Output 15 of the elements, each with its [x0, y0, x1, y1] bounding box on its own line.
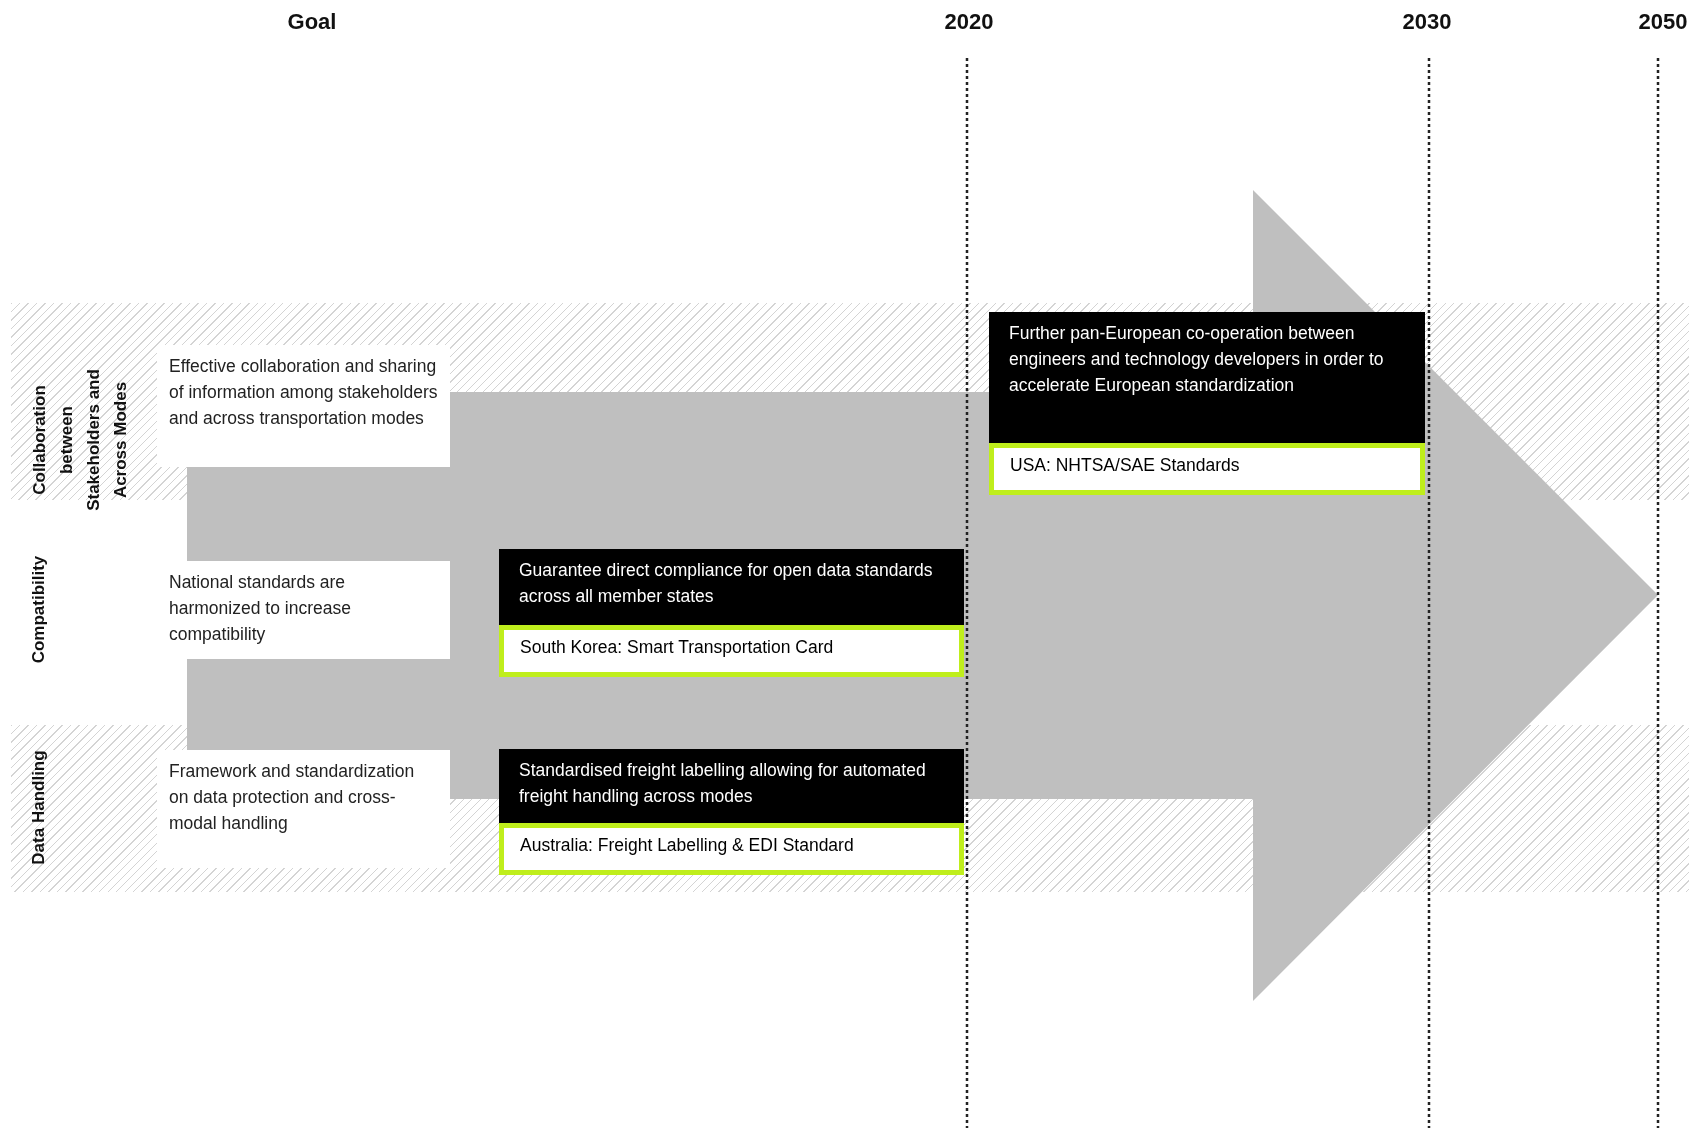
goal-box: Effective collaboration and sharing of information among stakeholders and across transportation modes [157, 345, 450, 467]
row-label: Data Handling [27, 749, 49, 867]
year-heading: 2030 [1401, 8, 1453, 36]
example-box: South Korea: Smart Transportation Card [499, 625, 964, 677]
example-box: Australia: Freight Labelling & EDI Standard [499, 823, 964, 875]
column-heading: Goal [286, 8, 338, 36]
goal-box: Framework and standardization on data protection and cross-modal handling [157, 750, 450, 868]
row-label: Collaboration between Stakeholders and Across Modes [29, 368, 131, 513]
measure-box: Further pan-European co-operation between engineers and technology developers in order to accelerate European standardization [989, 312, 1425, 443]
row-label: Compatibility [27, 554, 49, 666]
measure-box: Standardised freight labelling allowing for automated freight handling across modes [499, 749, 964, 823]
year-heading: 2050 [1637, 8, 1689, 36]
measure-box: Guarantee direct compliance for open data standards across all member states [499, 549, 964, 625]
year-heading: 2020 [943, 8, 995, 36]
example-box: USA: NHTSA/SAE Standards [989, 443, 1425, 495]
